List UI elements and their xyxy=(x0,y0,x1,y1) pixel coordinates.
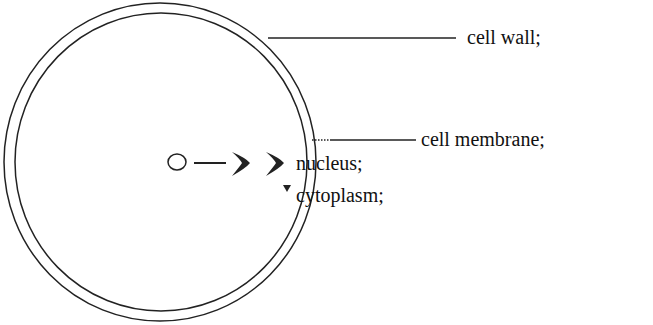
nucleus-circle xyxy=(168,154,186,170)
leader-line xyxy=(268,37,456,39)
part-label: nucleus; xyxy=(296,151,363,175)
leader-line xyxy=(194,162,226,164)
pointer-mark xyxy=(283,185,291,192)
part-label: cell wall; xyxy=(467,25,541,49)
chevron-mark xyxy=(266,152,284,176)
leader-line xyxy=(312,139,330,141)
part-label: cytoplasm; xyxy=(296,183,384,207)
cell-wall-outline xyxy=(4,3,316,321)
leader-line xyxy=(330,139,416,141)
chevron-mark xyxy=(232,152,250,176)
cell-membrane-outline xyxy=(15,13,307,311)
part-label: cell membrane; xyxy=(421,127,545,151)
